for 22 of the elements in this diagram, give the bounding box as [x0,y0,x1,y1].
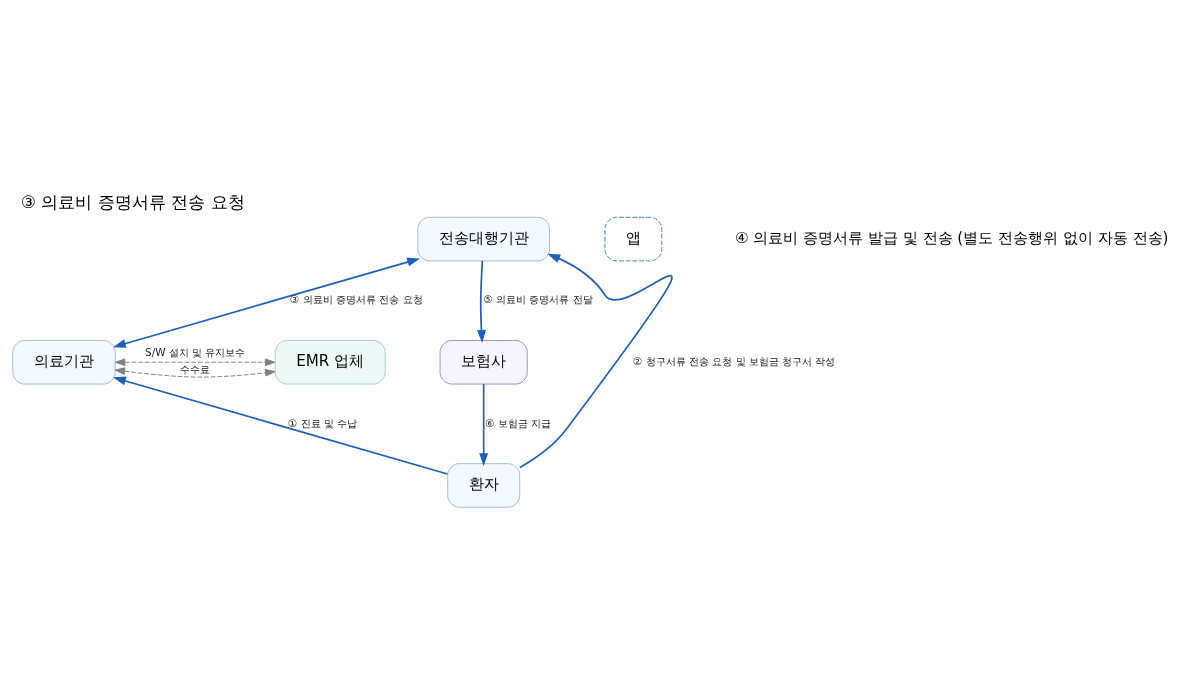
edge-label: ⑥ 보험금 지급 [485,416,552,429]
edge-label: ① 진료 및 수납 [288,416,358,429]
node-box: 환자 [447,463,521,508]
arrow [479,383,489,467]
node-box: 의료기관 [12,340,116,385]
node-box: 전송대행기관 [417,216,550,262]
arrow [114,358,276,367]
edge-label: ② 청구서류 전송 요청 및 보험금 청구서 작성 [633,354,836,367]
diagram-title: ③ 의료비 증명서류 전송 요청 [20,192,245,213]
arrow [112,257,421,348]
node-box: 보험사 [439,340,528,385]
arrow [519,253,673,469]
arrow [476,260,486,343]
edge-label: 수수료 [180,363,211,376]
node-box: EMR 업체 [274,340,386,385]
label: ④ 의료비 증명서류 발급 및 전송 (별도 전송행위 없이 자동 전송) [734,228,1169,247]
node-box: 앱 [604,216,663,262]
edge-label: ③ 의료비 증명서류 전송 요청 [289,293,423,306]
arrow [114,367,276,378]
arrow [112,376,449,475]
edge-label: ⑤ 의료비 증명서류 전달 [483,293,593,306]
edge-label: S/W 설치 및 유지보수 [145,346,246,359]
